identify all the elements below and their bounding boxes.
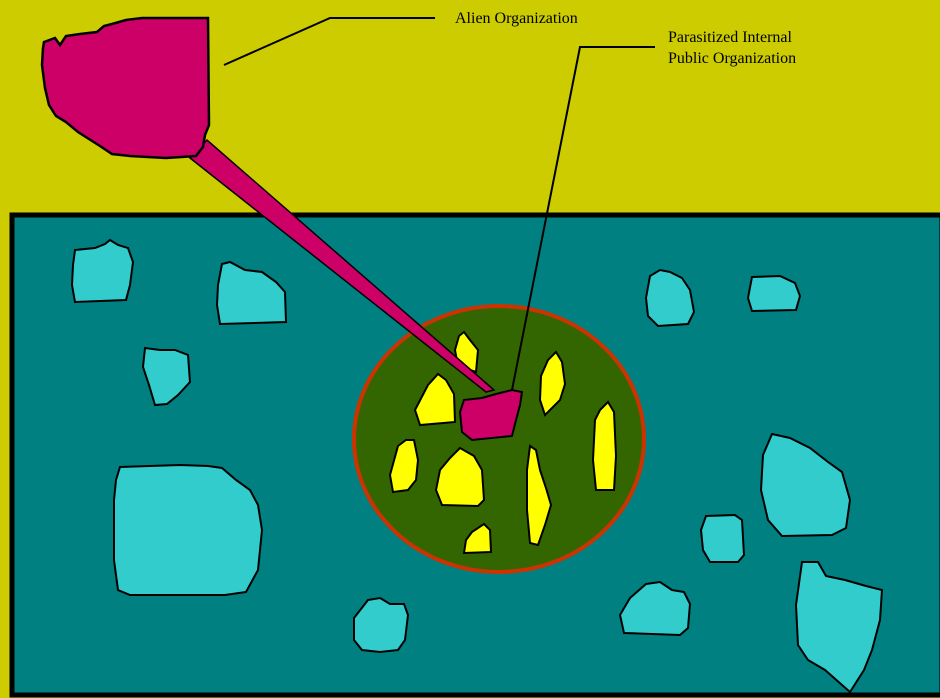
yellow-cell [593,402,616,490]
parasitized-label-line-2: Public Organization [668,48,796,69]
cyan-cell [701,515,744,562]
parasitized-label-line-1: Parasitized Internal [668,27,796,48]
alien-callout-line [224,18,435,65]
parasitized-organization-label: Parasitized Internal Public Organization [668,27,796,69]
cyan-cell [72,240,133,302]
alien-organization-label: Alien Organization [455,8,578,29]
cyan-cell [354,598,408,652]
cyan-cell [748,276,800,311]
alien-organization-blob [42,18,209,158]
cyan-cell [114,465,262,595]
